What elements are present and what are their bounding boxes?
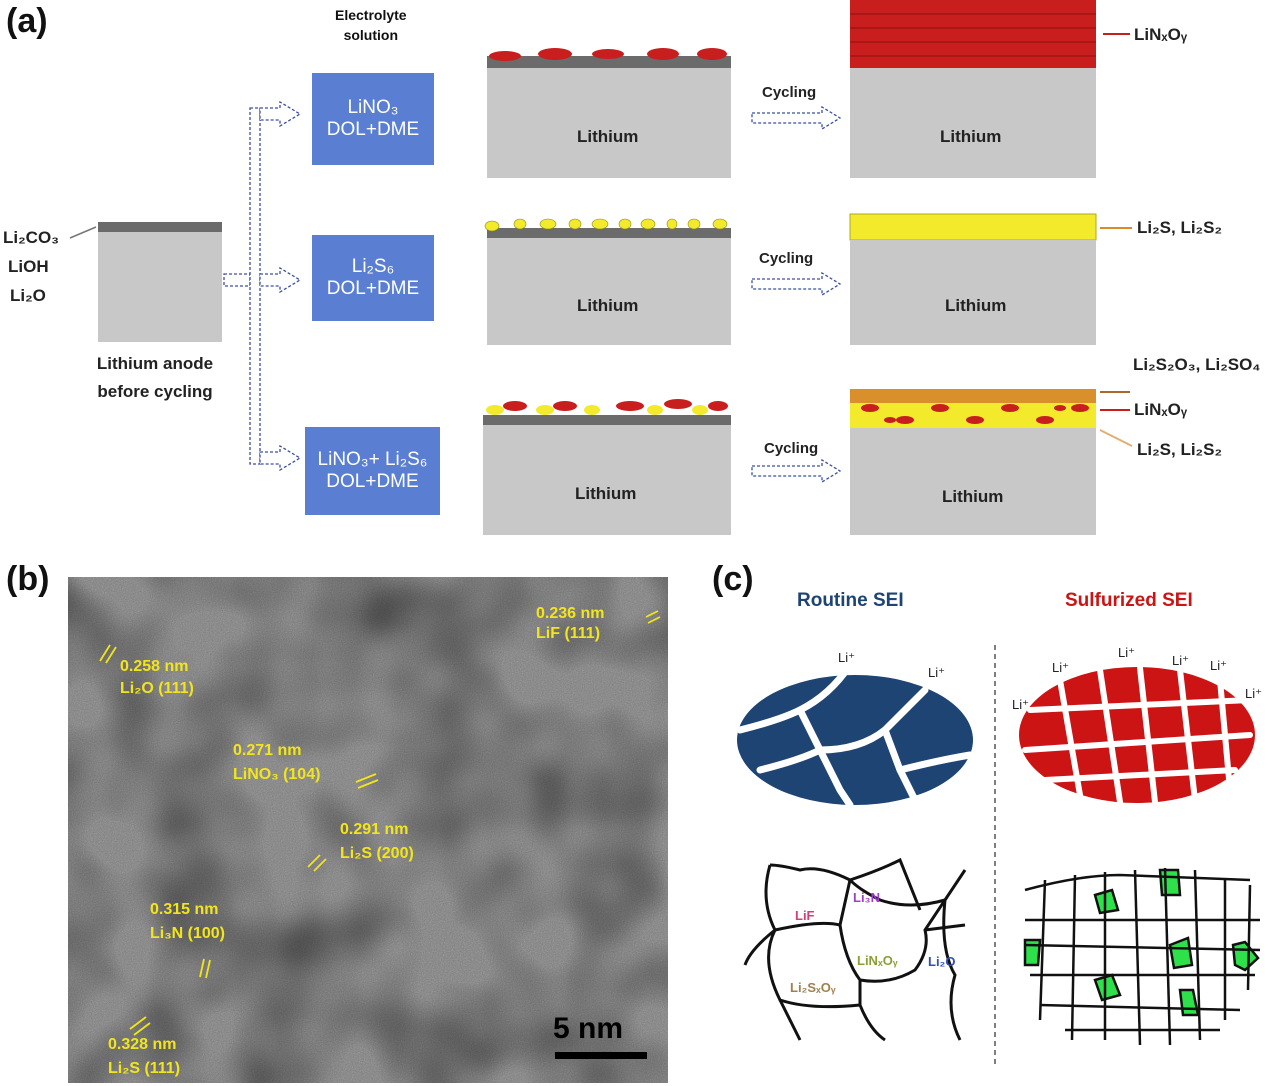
phase-label: Li₂S (200): [340, 845, 414, 862]
d-spacing: 0.258 nm: [120, 658, 189, 675]
phase-label: Li₂S (111): [108, 1060, 181, 1077]
li-ion-label: Li⁺: [1245, 686, 1262, 701]
electrolyte-header: Electrolyte solution: [335, 5, 407, 45]
li-ion-label: Li⁺: [1118, 645, 1135, 660]
native-layer: [98, 222, 222, 232]
arrow-1: [259, 100, 302, 128]
li-ion-label: Li⁺: [838, 650, 855, 665]
panel-c-label: (c): [712, 560, 754, 598]
linxoy-layer: [850, 0, 1096, 68]
mixed-islands: [486, 399, 728, 415]
electrolyte-box-3: LiNO₃+ Li₂S₆ DOL+DME: [305, 427, 440, 515]
lattice-annotation: 0.315 nm Li₃N (100): [150, 898, 225, 946]
header-line: solution: [343, 27, 399, 43]
cycling-arrow-3: [751, 458, 842, 484]
lithium-label: Lithium: [577, 127, 639, 146]
lattice-markers: [99, 610, 661, 1036]
d-spacing: 0.291 nm: [340, 821, 409, 838]
component-label-li2sxoy: Li₂SₓOᵧ: [790, 980, 836, 995]
routine-sei-title: Routine SEI: [797, 590, 904, 611]
lithium-label: Lithium: [945, 296, 1007, 315]
green-grains: [1023, 868, 1260, 1017]
phase-label: Li₂O (111): [120, 680, 194, 697]
initial-lithium-block: [98, 232, 222, 342]
electrolyte-salt: LiNO₃+ Li₂S₆: [317, 449, 428, 470]
product-label: LiNₓOᵧ: [1134, 400, 1188, 419]
routine-cracks: [736, 661, 974, 809]
li2s-layer: [849, 213, 1097, 241]
lithium-label: Lithium: [940, 127, 1002, 146]
li2s-islands: [484, 218, 728, 232]
lattice-annotation: 0.271 nm LiNO₃ (104): [233, 739, 320, 787]
cycling-label: Cycling: [759, 250, 814, 267]
branch-arrows: [223, 100, 842, 484]
sulfurized-cracks: [1022, 665, 1253, 805]
arrow-3: [259, 444, 302, 472]
sulfate-layer: [850, 389, 1096, 403]
lattice-annotation: 0.258 nm Li₂O (111): [120, 656, 194, 700]
header-line: Electrolyte: [335, 7, 407, 23]
tem-image: [68, 577, 668, 1083]
lattice-annotation: 0.236 nm LiF (111): [536, 604, 604, 644]
cycling-arrow-2: [751, 271, 842, 297]
d-spacing: 0.271 nm: [233, 742, 302, 759]
electrolyte-box-1: LiNO₃ DOL+DME: [312, 73, 434, 165]
pointer-arrow: [69, 226, 97, 239]
electrolyte-box-2: Li₂S₆ DOL+DME: [312, 235, 434, 321]
species-label: Li₂O: [10, 286, 46, 305]
lithium-label: Lithium: [942, 487, 1004, 506]
phase-label: LiF (111): [536, 625, 601, 642]
component-label-li3n: Li₃N: [853, 890, 880, 905]
panel-b-label: (b): [6, 560, 50, 598]
li-ion-label: Li⁺: [1052, 660, 1069, 675]
species-label: LiOH: [8, 257, 49, 276]
electrolyte-solvent: DOL+DME: [326, 119, 420, 140]
cycling-label: Cycling: [762, 84, 817, 101]
d-spacing: 0.328 nm: [108, 1036, 177, 1053]
electrolyte-solvent: DOL+DME: [326, 278, 420, 299]
lattice-annotation: 0.291 nm Li₂S (200): [340, 818, 414, 866]
product-label: LiNₓOᵧ: [1134, 25, 1188, 44]
product-label: Li₂S, Li₂S₂: [1137, 440, 1222, 459]
sulfurized-grains: [1023, 867, 1261, 1046]
panel-a-graphics: [69, 0, 1133, 535]
component-label-li2o: Li₂O: [928, 954, 956, 969]
electrolyte-solvent: DOL+DME: [326, 471, 419, 492]
sulfurized-sei-title: Sulfurized SEI: [1065, 590, 1193, 611]
linxoy-islands: [489, 48, 727, 61]
scale-bar: [555, 1052, 647, 1059]
cycling-arrow-1: [751, 105, 842, 131]
li-ion-label: Li⁺: [928, 665, 945, 680]
li-ion-label: Li⁺: [1012, 697, 1029, 712]
arrow-2: [259, 266, 302, 294]
component-label-lif: LiF: [795, 908, 815, 923]
lithium-label: Lithium: [577, 296, 639, 315]
anode-caption: Lithium anode before cycling: [85, 350, 225, 406]
caption-line: Lithium anode: [96, 354, 214, 373]
product-label: Li₂S, Li₂S₂: [1137, 218, 1222, 237]
li-ion-label: Li⁺: [1172, 653, 1189, 668]
routine-sei-ellipse: [737, 675, 973, 805]
product-label: Li₂S₂O₃, Li₂SO₄: [1133, 355, 1261, 374]
panel-c-graphics: [736, 645, 1261, 1065]
caption-line: before cycling: [97, 382, 213, 401]
electrolyte-salt: LiNO₃: [347, 97, 399, 118]
scale-bar-label: 5 nm: [553, 1012, 624, 1045]
panel-a-label: (a): [6, 2, 48, 40]
d-spacing: 0.315 nm: [150, 901, 219, 918]
species-label: Li₂CO₃: [3, 228, 60, 247]
pointer-arrow: [1099, 429, 1133, 447]
component-label-linxoy: LiNₓOᵧ: [857, 953, 898, 968]
lithium-label: Lithium: [575, 484, 637, 503]
li-ion-label: Li⁺: [1210, 658, 1227, 673]
phase-label: LiNO₃ (104): [233, 766, 321, 783]
phase-label: Li₃N (100): [150, 925, 225, 942]
lithium-block: [487, 68, 731, 178]
routine-grain-boundaries: [743, 857, 967, 1042]
d-spacing: 0.236 nm: [536, 605, 605, 622]
lattice-annotation: 0.328 nm Li₂S (111): [108, 1033, 180, 1081]
electrolyte-salt: Li₂S₆: [351, 256, 395, 277]
cycling-label: Cycling: [764, 440, 819, 457]
